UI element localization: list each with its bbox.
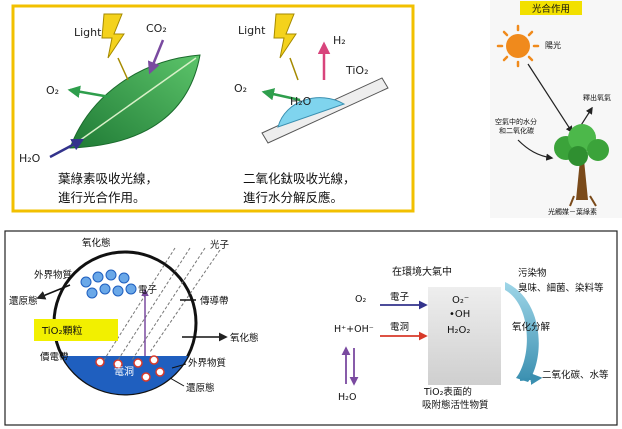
valence-band-label: 價電帶 [40,351,69,363]
tio2-o2-label: O₂ [234,82,247,95]
conduction-band-label: 傳導帶 [200,295,229,307]
particle-label-bg [34,319,118,341]
reaction-diagram: 在環境大氣中 O₂⁻ •OH H₂O₂ TiO₂表面的 吸附態活性物質 O₂ 電… [334,265,609,411]
environment-label: 在環境大氣中 [392,265,452,278]
light-ray [289,57,299,81]
leaf-vein [71,57,197,147]
tio2-h2-label: H₂ [333,34,346,47]
tio2-light-label: Light [238,24,266,37]
photon-rays [103,247,221,361]
sun-icon [496,24,540,68]
active-species-box [428,287,501,385]
hole-label: 電洞 [114,366,134,378]
leaf-co2-label: CO₂ [146,22,167,35]
reaction-electron-label: 電子 [390,292,410,303]
air-input-arrow [517,139,554,161]
decomposition-sweep [505,282,539,382]
pollutants-label: 污染物 [518,267,547,279]
photosynthesis-diagram: 光合作用 陽光 空氣中的水分 和二氧化碳 釋出氧氣 光觸媒－葉綠素 [490,0,622,218]
water-droplet [277,97,346,128]
lightning-icon [101,13,125,59]
air-input-line1: 空氣中的水分 [495,117,537,126]
reaction-hole-label: 電洞 [390,322,409,333]
sunlight-label: 陽光 [545,40,561,50]
external-bottom-leader [171,363,187,369]
leaf-light-label: Light [74,26,102,39]
leaf-diagram: Light CO₂ O₂ H₂O 葉綠素吸收光線， 進行光合作用。 [19,13,201,205]
leaf-o2-label: O₂ [46,84,59,97]
external-substance-bottom-label: 外界物質 [188,357,226,369]
valence-band-fill [62,356,188,395]
o2-label: O₂ [355,294,366,305]
h-oh-label: H⁺+OH⁻ [334,324,374,335]
tio2-label: TiO₂ [345,64,369,77]
tio2-caption-line2: 進行水分解反應。 [243,190,343,205]
box-oh-label: •OH [449,309,470,320]
particle-label: TiO₂顆粒 [41,324,82,337]
pollutant-list-label: 臭味、細菌、染料等 [518,282,604,294]
leaf-h2o-label: H₂O [19,152,41,165]
tree-icon [554,124,609,207]
co2-arrow [147,39,165,75]
hole-cluster [95,355,165,382]
lightning-icon [273,13,297,59]
products-label: 二氧化碳、水等 [542,369,609,381]
oxidized-state-right-label: 氧化態 [230,332,259,344]
tio2-h2o-label: H₂O [290,95,312,108]
leaf-caption-line1: 葉綠素吸收光線， [58,171,158,186]
reduced-state-top-label: 還原態 [9,295,38,307]
box-caption-line2: 吸附態活性物質 [422,399,489,411]
oxidative-decomposition-label: 氧化分解 [512,321,551,333]
photosynthesis-panel [490,0,622,218]
light-ray [117,57,129,81]
photosynthesis-title-bg [520,1,582,15]
reaction-h2o-label: H₂O [338,392,356,403]
leaf-caption-line2: 進行光合作用。 [58,190,146,205]
tio2-caption-line1: 二氧化鈦吸收光線， [243,171,356,186]
reduced-state-bottom-label: 還原態 [186,382,215,394]
h2o-arrow [49,138,85,159]
photon-label: 光子 [210,239,230,251]
plant-label: 光觸媒－葉綠素 [548,207,597,216]
box-caption-line1: TiO₂表面的 [423,386,472,398]
mechanism-diagram: TiO₂顆粒 光子 氧化態 外界物質 還原態 電子 傳導帶 氧化態 價電帶 電洞… [9,237,259,396]
o2-arrow [67,85,111,99]
decomposition-arrow-head [519,372,543,385]
o2-arrow [261,88,301,102]
box-h2o2-label: H₂O₂ [447,325,470,336]
air-input-line2: 和二氧化碳 [499,126,534,135]
oxidized-state-top-label: 氧化態 [82,237,111,249]
electron-cluster [80,269,137,299]
reduced-bottom-leader [169,377,185,387]
reduction-arrow [36,284,71,300]
external-substance-top-label: 外界物質 [34,269,72,281]
electron-label: 電子 [138,285,158,296]
top-left-panel [11,4,415,213]
photosynthesis-title: 光合作用 [532,3,570,15]
tio2-diagram: Light H₂ TiO₂ O₂ H₂O 二氧化鈦吸收光線， 進行水分解反應。 [234,13,389,205]
box-o2-label: O₂⁻ [452,295,469,306]
release-oxygen-label: 釋出氧氣 [583,93,611,102]
sunlight-arrow [527,63,573,134]
